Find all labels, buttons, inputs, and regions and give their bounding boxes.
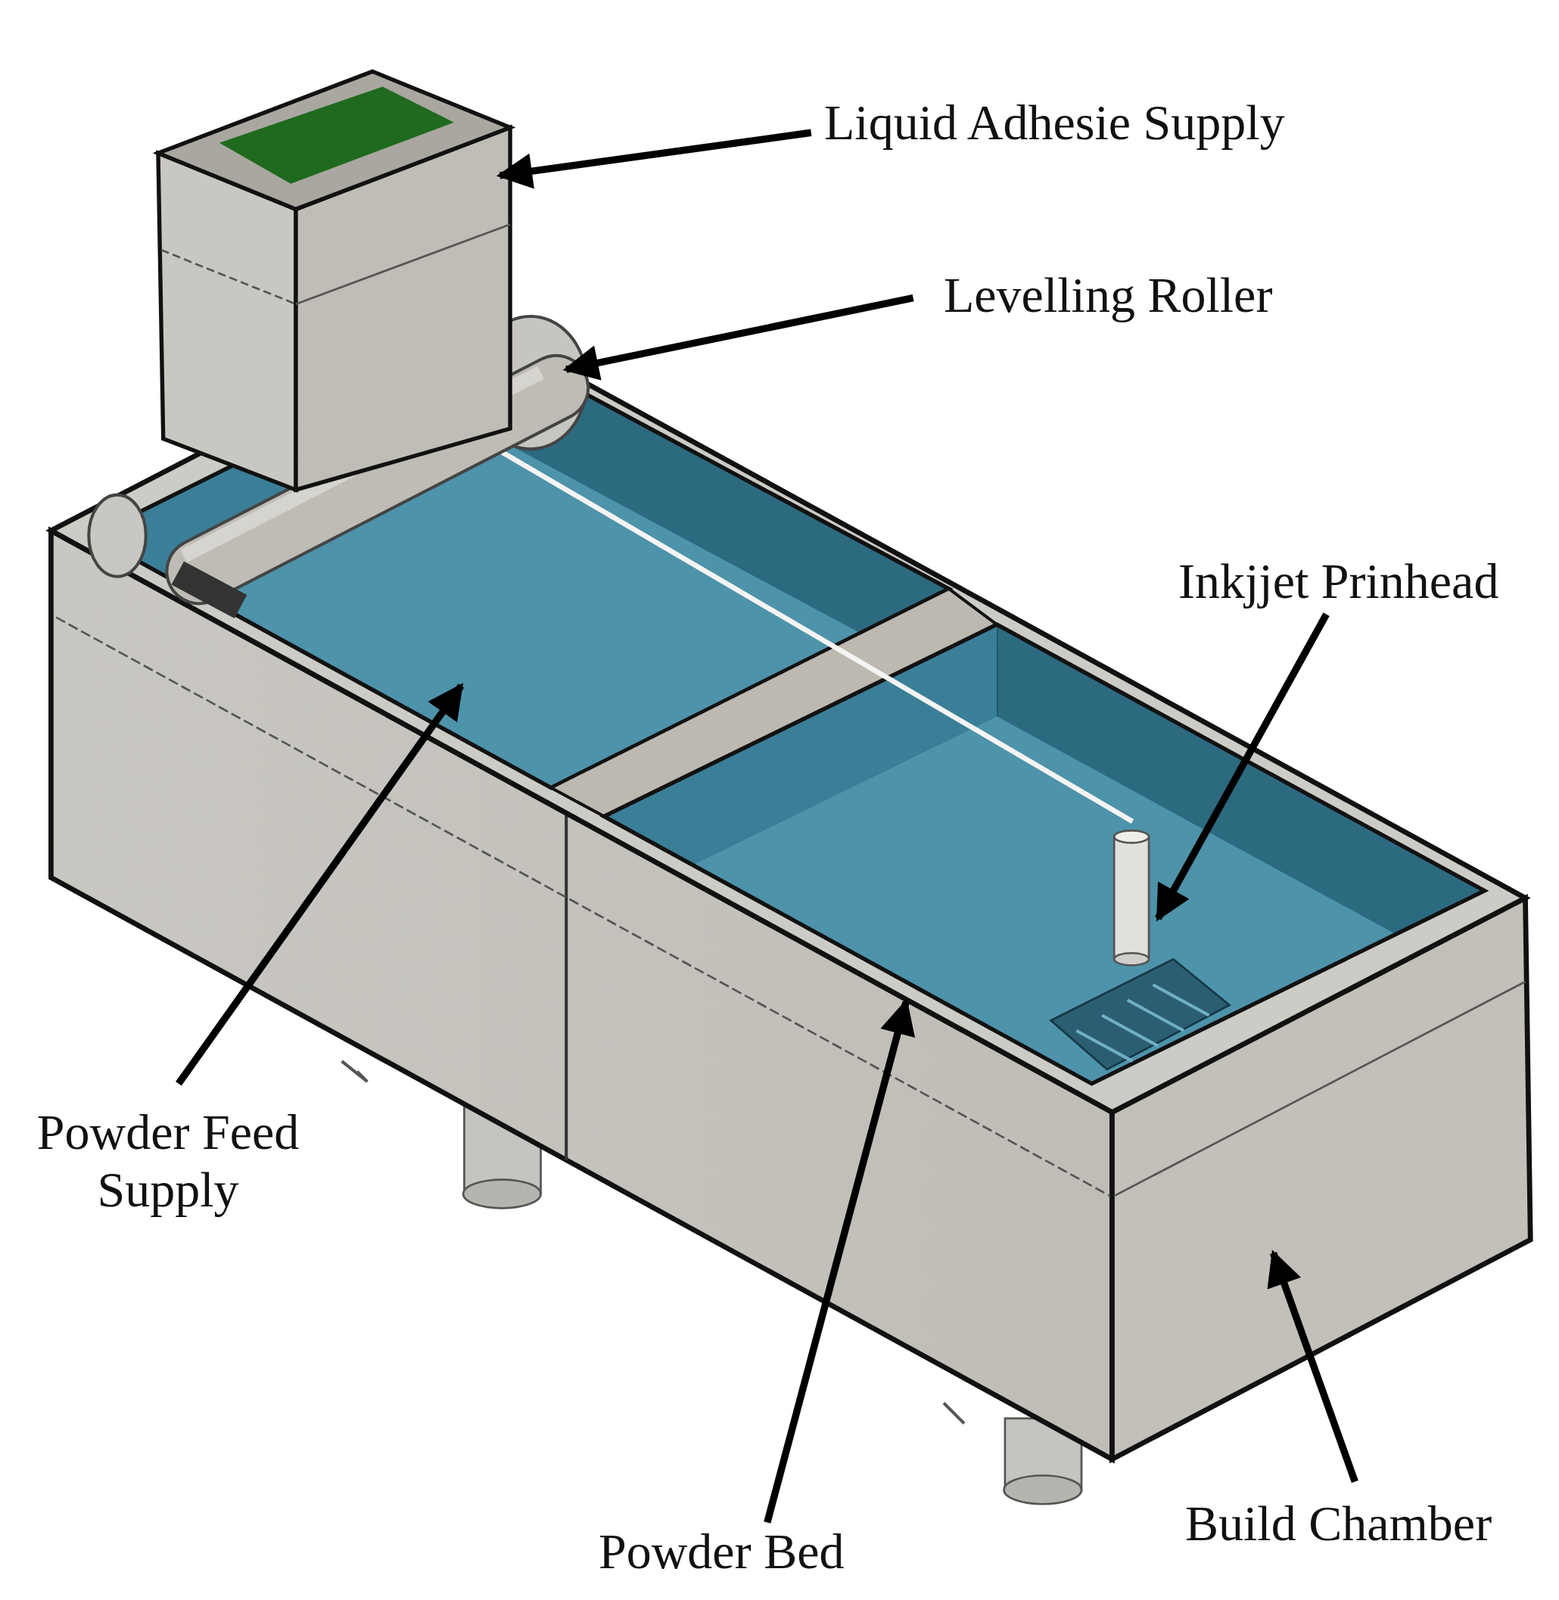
leader-arrow bbox=[566, 298, 913, 370]
leader-arrow bbox=[500, 132, 812, 176]
leader-arrow bbox=[178, 685, 461, 1084]
part-label: Liquid Adhesie Supply bbox=[824, 93, 1286, 152]
guide-rod bbox=[418, 403, 1133, 822]
part-label: Build Chamber bbox=[1185, 1494, 1492, 1553]
leader-arrow bbox=[1273, 1253, 1356, 1482]
part-label: Powder Bed bbox=[598, 1522, 844, 1581]
leader-arrow bbox=[767, 1001, 906, 1523]
printhead bbox=[1051, 830, 1230, 1069]
leader-arrow bbox=[1157, 614, 1326, 919]
part-label: Inkjjet Prinhead bbox=[1178, 552, 1499, 610]
part-label: Levelling Roller bbox=[943, 266, 1273, 324]
part-label: Powder Feed Supply bbox=[9, 1103, 327, 1219]
adhesive-tank bbox=[158, 71, 511, 490]
